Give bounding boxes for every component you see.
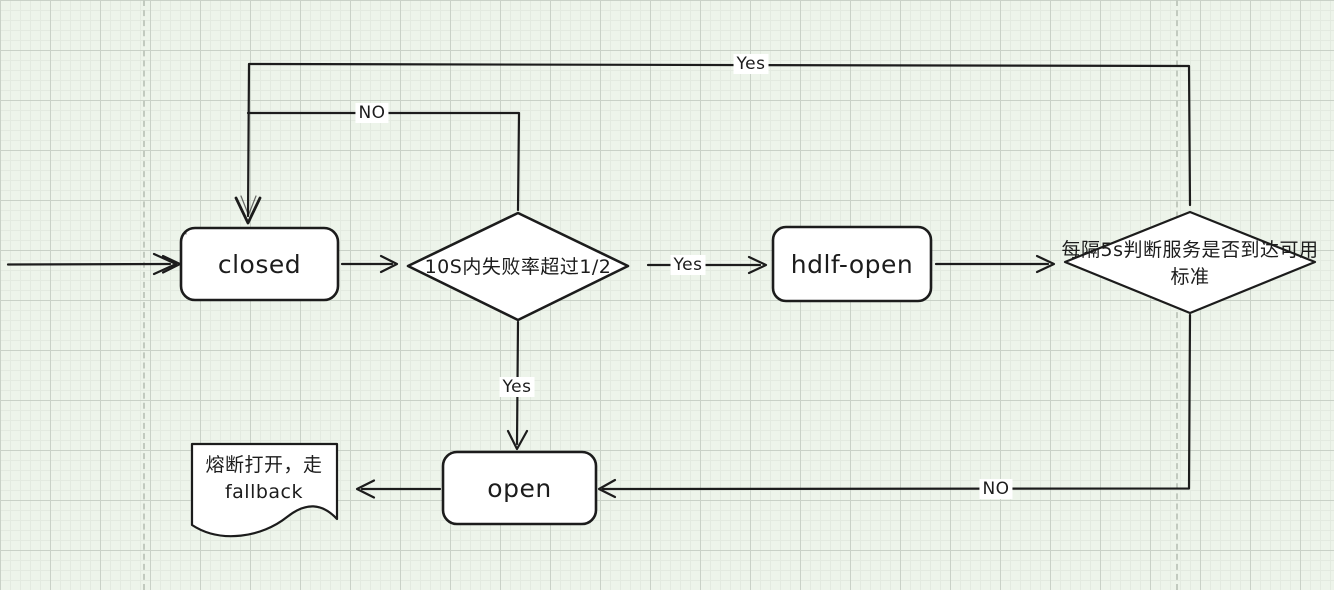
closed-node-label[interactable]: closed (217, 249, 302, 279)
edge-half-open-to-recovery-check[interactable] (934, 254, 1056, 274)
failure-check-label[interactable]: 10S内失败率超过1/2 (424, 256, 612, 278)
edge-label-recovery-no[interactable]: NO (979, 479, 1013, 499)
node-half-open[interactable] (771, 225, 933, 303)
recovery-check-label[interactable]: 每隔5s判断服务是否到达可用标准 (1061, 239, 1319, 288)
edge-failure-no-to-closed[interactable] (246, 111, 521, 212)
edge-recovery-no-to-open[interactable] (597, 313, 1192, 499)
edge-label-failure-no[interactable]: NO (355, 103, 389, 123)
edge-label-recovery-yes[interactable]: Yes (733, 54, 769, 74)
half-open-node-label[interactable]: hdlf-open (790, 249, 914, 279)
edge-open-to-note[interactable] (355, 479, 442, 499)
edge-label-trip-yes[interactable]: Yes (499, 377, 535, 397)
note-label-line1: 熔断打开，走 (205, 454, 323, 476)
note-label-line2: fallback (224, 481, 304, 503)
open-node-label[interactable]: open (487, 473, 552, 503)
edge-entry-to-closed[interactable] (6, 252, 182, 276)
page-boundary-guide-left (143, 0, 145, 590)
note-label[interactable]: 熔断打开，走 fallback (194, 452, 334, 506)
edge-label-failure-yes[interactable]: Yes (670, 255, 706, 275)
node-note[interactable] (190, 442, 339, 538)
node-failure-check-diamond[interactable] (406, 211, 630, 322)
edge-recovery-yes-to-closed[interactable] (234, 62, 1192, 225)
edge-failure-yes-to-half-open[interactable] (646, 255, 768, 275)
node-recovery-check-diamond[interactable] (1063, 210, 1317, 315)
node-closed[interactable] (179, 226, 340, 302)
edge-closed-to-failure-check[interactable] (340, 254, 399, 274)
node-open[interactable] (441, 450, 598, 526)
